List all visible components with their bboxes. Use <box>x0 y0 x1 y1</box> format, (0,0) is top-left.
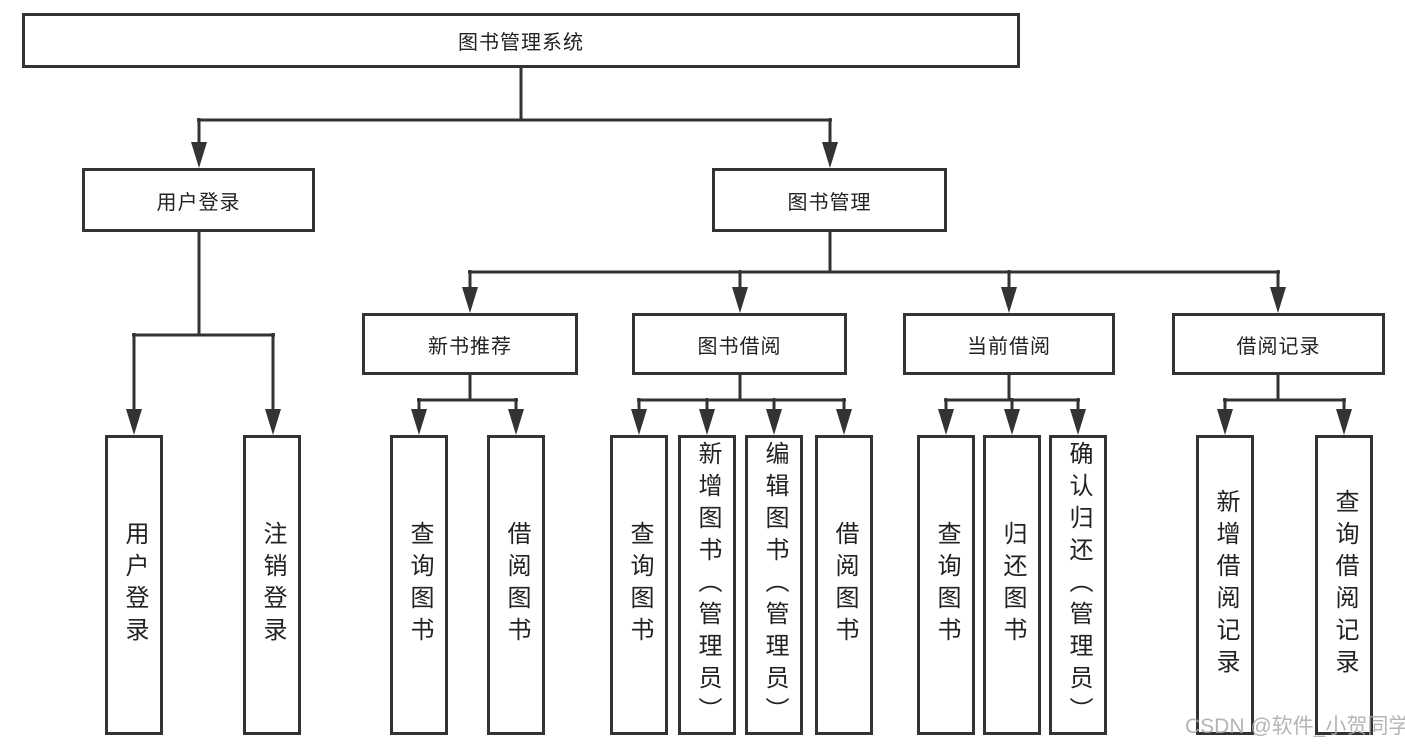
node-label: 新书推荐 <box>428 335 512 358</box>
node-user-login-leaf: 用户登录 <box>105 435 163 735</box>
node-label: 查询图书 <box>406 521 433 649</box>
node-confirm-return-admin: 确认归还（管理员） <box>1049 435 1107 735</box>
node-label: 图书借阅 <box>697 335 782 358</box>
connector-current-borrowing-to-leaves <box>938 375 1086 435</box>
node-return-books: 归还图书 <box>983 435 1041 735</box>
node-book-borrowing: 图书借阅 <box>632 313 847 375</box>
node-label: 用户登录 <box>121 521 148 649</box>
connector-book-borrowing-to-leaves <box>631 375 852 435</box>
node-user-login: 用户登录 <box>82 168 315 232</box>
connector-root-to-branches <box>191 68 838 168</box>
node-label: 新增借阅记录 <box>1212 489 1239 681</box>
node-label: 借阅图书 <box>831 521 858 649</box>
node-library-management-system: 图书管理系统 <box>22 13 1020 68</box>
node-new-book-recommendation: 新书推荐 <box>362 313 578 375</box>
csdn-watermark: CSDN @软件_小贺同学 <box>1185 715 1405 738</box>
connector-book-management-to-sections <box>462 232 1286 313</box>
node-borrow-books-borrowing: 借阅图书 <box>815 435 873 735</box>
node-label: 查询图书 <box>626 521 653 649</box>
node-borrowing-records: 借阅记录 <box>1172 313 1385 375</box>
connector-new-book-to-leaves <box>411 375 524 435</box>
node-add-book-admin: 新增图书（管理员） <box>678 435 736 735</box>
node-label: 归还图书 <box>999 521 1026 649</box>
node-label: 用户登录 <box>156 191 241 214</box>
node-label: 编辑图书（管理员） <box>761 441 788 729</box>
node-logout: 注销登录 <box>243 435 301 735</box>
node-current-borrowing: 当前借阅 <box>903 313 1115 375</box>
node-add-borrow-record: 新增借阅记录 <box>1196 435 1254 735</box>
node-query-borrow-record: 查询借阅记录 <box>1315 435 1373 735</box>
node-book-management: 图书管理 <box>712 168 947 232</box>
node-borrow-books-recommendation: 借阅图书 <box>487 435 545 735</box>
node-label: 注销登录 <box>259 521 286 649</box>
node-label: 图书管理系统 <box>458 32 584 54</box>
node-query-books-recommendation: 查询图书 <box>390 435 448 735</box>
node-label: 借阅图书 <box>503 521 530 649</box>
node-label: 借阅记录 <box>1236 335 1321 358</box>
node-label: 新增图书（管理员） <box>694 441 721 729</box>
connector-borrow-records-to-leaves <box>1217 375 1352 435</box>
node-query-books-borrowing: 查询图书 <box>610 435 668 735</box>
node-label: 确认归还（管理员） <box>1065 441 1092 729</box>
connector-user-login-to-leaves <box>126 232 281 435</box>
node-label: 查询借阅记录 <box>1331 489 1358 681</box>
node-query-books-current: 查询图书 <box>917 435 975 735</box>
node-edit-book-admin: 编辑图书（管理员） <box>745 435 803 735</box>
node-label: 图书管理 <box>787 191 872 214</box>
node-label: 查询图书 <box>933 521 960 649</box>
node-label: 当前借阅 <box>967 335 1051 358</box>
